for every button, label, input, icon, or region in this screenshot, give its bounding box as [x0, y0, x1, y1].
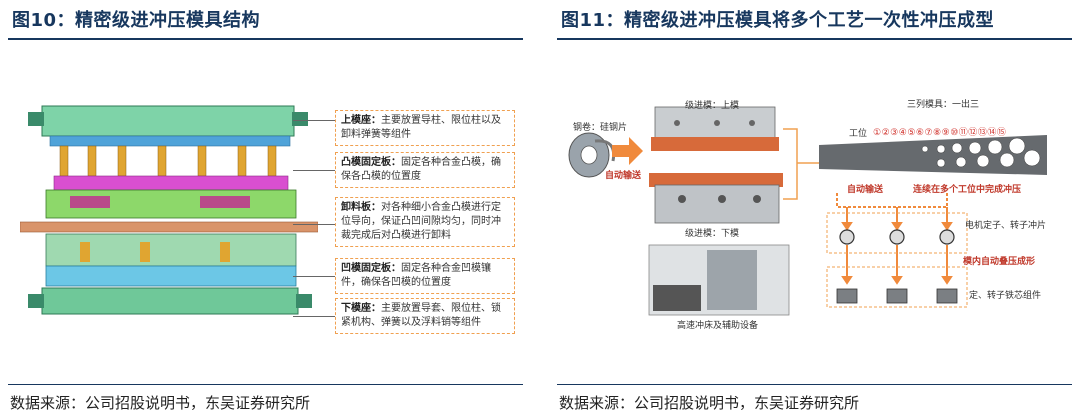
upper-die-icon	[651, 106, 779, 151]
coil-label: 钢卷：硅钢片	[573, 123, 628, 133]
callout-die-retainer: 凹模固定板：固定各种合金凹模镶件，确保各凹模的位置度	[335, 258, 515, 294]
figure-11-title: 图11：精密级进冲压模具将多个工艺一次性冲压成型	[561, 10, 995, 31]
connector-line	[293, 276, 335, 277]
figure-10-panel: 图10：精密级进冲压模具结构 上模座：主要放置导柱、限位柱以及卸料弹簧等组件 凸…	[8, 0, 523, 417]
connector-line	[293, 316, 335, 317]
auto-feed-label: 自动输送	[605, 171, 642, 181]
high-speed-press-icon	[648, 244, 790, 316]
steel-coil-icon	[568, 132, 616, 178]
in-die-stacking-label: 模内自动叠压成形	[963, 257, 1036, 267]
feed-arrow-icon	[612, 137, 643, 165]
station-label: 工位	[849, 129, 868, 139]
flow-connector	[783, 128, 819, 200]
auto-feed-label-2: 自动输送	[847, 185, 884, 195]
figure-11-panel: 图11：精密级进冲压模具将多个工艺一次性冲压成型	[557, 0, 1072, 417]
station-numbers: ①②③④⑤⑥⑦⑧⑨⑩⑪⑫⑬⑭⑮	[873, 128, 1007, 138]
lamination-ring-icon	[839, 229, 955, 245]
callout-punch-retainer: 凸模固定板：固定各种合金凸模，确保各凸模的位置度	[335, 152, 515, 188]
connector-line	[293, 170, 335, 171]
punched-strip-icon	[819, 135, 1047, 175]
title-rule	[8, 38, 523, 40]
figure-10-title: 图10：精密级进冲压模具结构	[12, 10, 261, 31]
connector-line	[293, 224, 335, 225]
figure-10-source: 数据来源：公司招股说明书，东吴证券研究所	[10, 394, 311, 412]
core-stack-icon	[836, 288, 958, 304]
connector-line	[293, 120, 335, 121]
three-row-die-label: 三列模具：一出三	[907, 100, 980, 110]
lower-die-icon	[649, 173, 783, 224]
callout-upper-die-base: 上模座：主要放置导柱、限位柱以及卸料弹簧等组件	[335, 110, 515, 146]
title-rule	[557, 38, 1072, 40]
continuous-stamping-label: 连续在多个工位中完成冲压	[913, 185, 1022, 195]
bottom-rule	[8, 384, 523, 385]
die-structure-illustration	[20, 105, 318, 315]
bottom-rule	[557, 384, 1072, 385]
callout-stripper-plate: 卸料板：对各种细小合金凸模进行定位导向，保证凸凹间隙均匀，同时冲裁完成后对凸模进…	[335, 197, 515, 247]
stamping-process-diagram	[568, 106, 1047, 316]
upper-die-label: 级进模：上模	[685, 101, 740, 111]
callout-lower-die-base: 下模座：主要放置导套、限位柱、锁紧机构、弹簧以及浮料销等组件	[335, 298, 515, 334]
lower-die-label: 级进模：下模	[685, 229, 740, 239]
lamination-label: 电机定子、转子冲片	[965, 221, 1047, 231]
figure-11-source: 数据来源：公司招股说明书，东吴证券研究所	[559, 394, 860, 412]
press-label: 高速冲床及辅助设备	[677, 321, 759, 331]
core-assembly-label: 定、转子铁芯组件	[969, 291, 1042, 301]
